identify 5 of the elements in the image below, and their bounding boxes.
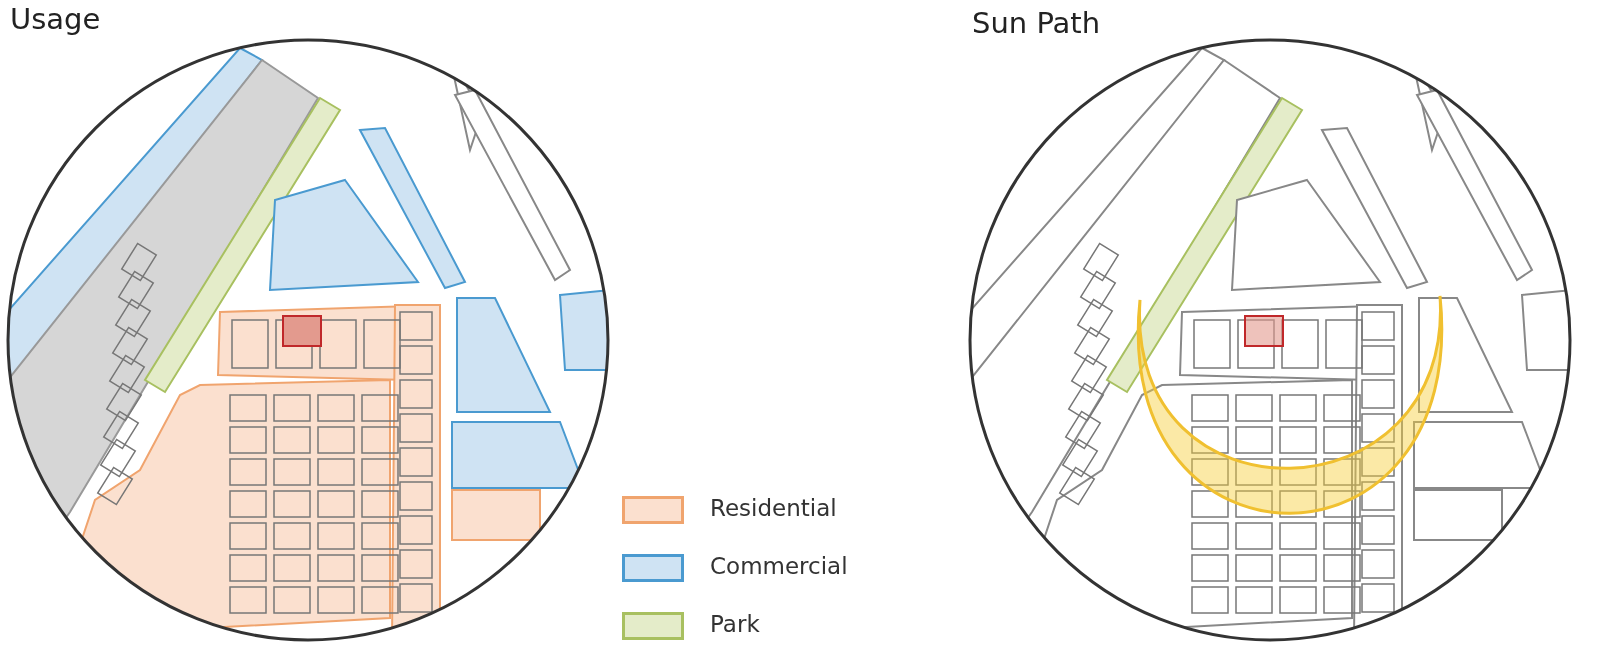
panel-title: Sun Path xyxy=(972,6,1101,40)
legend-label: Park xyxy=(710,611,760,637)
panel-title: Usage xyxy=(10,2,101,36)
legend-label: Commercial xyxy=(710,553,848,579)
legend-label: Residential xyxy=(710,495,837,521)
